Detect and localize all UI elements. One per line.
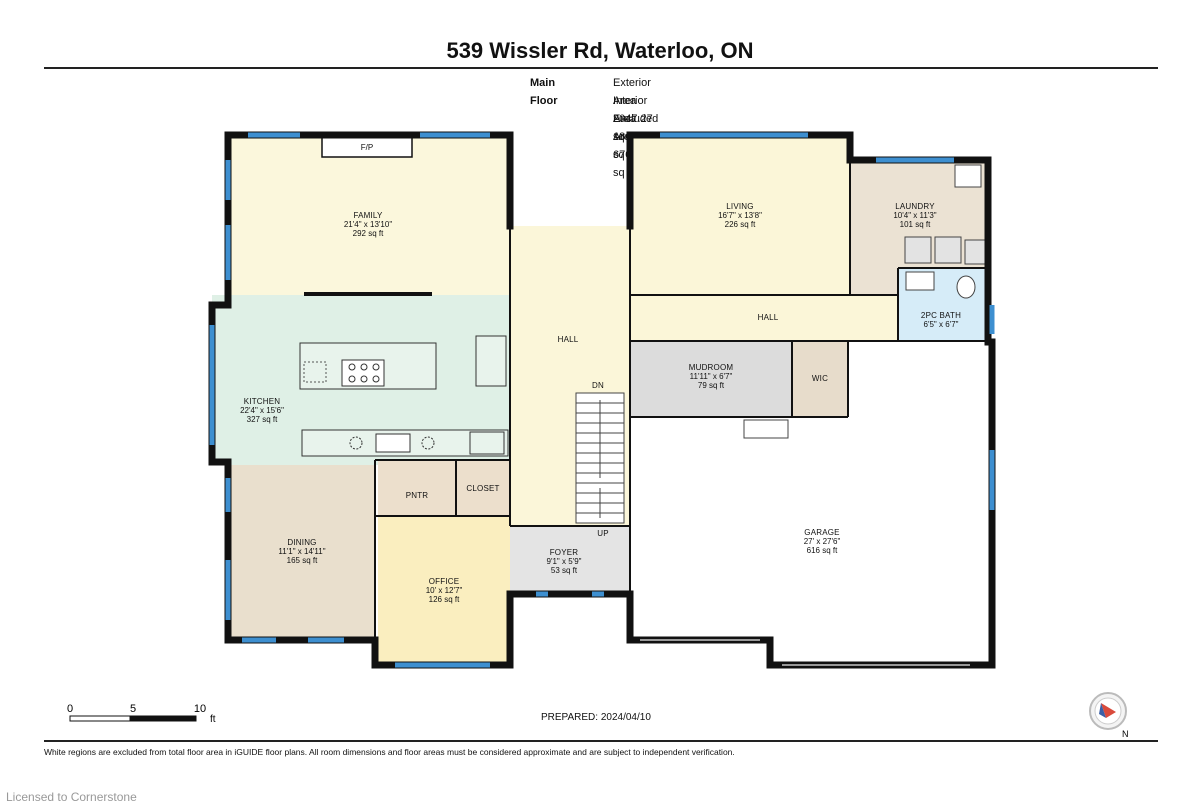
room-wic <box>792 341 848 417</box>
kitchen-label: KITCHEN <box>244 397 281 406</box>
wic-label: WIC <box>812 374 828 383</box>
garage-label: GARAGE <box>804 528 839 537</box>
room-pantry <box>378 460 456 516</box>
kitchen-sink <box>375 433 411 453</box>
garage-dims: 27' x 27'6" <box>804 537 841 546</box>
fireplace-label: F/P <box>361 143 373 152</box>
compass-icon: N <box>1089 692 1129 739</box>
living-label: LIVING <box>726 202 753 211</box>
room-family <box>228 135 510 295</box>
scale-tick-5: 5 <box>130 703 136 715</box>
scale-unit: ft <box>210 714 216 725</box>
mudroom-dims: 11'11" x 6'7" <box>690 372 733 381</box>
foyer-area: 53 sq ft <box>551 566 578 575</box>
bath-label: 2PC BATH <box>921 311 961 320</box>
windows <box>209 132 995 668</box>
room-foyer <box>510 526 630 594</box>
room-mudroom <box>630 341 792 417</box>
fridge-counter <box>475 335 507 387</box>
scale-bar: 0 5 10 ft <box>67 703 216 725</box>
closet-label: CLOSET <box>466 484 499 493</box>
stairs-down-label: DN <box>592 381 604 390</box>
office-dims: 10' x 12'7" <box>426 586 463 595</box>
garage-doors <box>640 639 970 666</box>
laundry-label: LAUNDRY <box>895 202 935 211</box>
room-closet <box>456 460 510 516</box>
interior-walls <box>374 160 988 640</box>
pantry-label: PNTR <box>406 491 429 500</box>
bath-dims: 6'5" x 6'7" <box>924 320 959 329</box>
laundry-area: 101 sq ft <box>900 220 931 229</box>
disclaimer: White regions are excluded from total fl… <box>44 747 735 757</box>
scale-tick-10: 10 <box>194 703 206 715</box>
kitchen-area: 327 sq ft <box>247 415 278 424</box>
floor-label: Main Floor <box>530 77 558 107</box>
walls <box>208 131 996 669</box>
stairs-up-label: UP <box>597 529 609 538</box>
hall-east-label: HALL <box>758 313 779 322</box>
scale-tick-0: 0 <box>67 703 73 715</box>
prepared-date: PREPARED: 2024/04/10 <box>541 712 651 723</box>
foyer-label: FOYER <box>550 548 579 557</box>
plan-title: 539 Wissler Rd, Waterloo, ON <box>446 38 754 63</box>
family-label: FAMILY <box>353 211 383 220</box>
kitchen-dims: 22'4" x 15'6" <box>240 406 284 415</box>
hall-center-label: HALL <box>558 335 579 344</box>
family-area: 292 sq ft <box>353 229 384 238</box>
garage-area: 616 sq ft <box>807 546 838 555</box>
room-hall-east <box>630 295 898 341</box>
living-dims: 16'7" x 13'8" <box>718 211 762 220</box>
living-area: 226 sq ft <box>725 220 756 229</box>
dining-area: 165 sq ft <box>287 556 318 565</box>
room-living <box>630 135 850 295</box>
family-dims: 21'4" x 13'10" <box>344 220 392 229</box>
compass-label: N <box>1122 729 1129 739</box>
room-dining <box>228 465 375 640</box>
dining-dims: 11'1" x 14'11" <box>278 547 325 556</box>
room-office <box>378 516 510 662</box>
staircase <box>575 392 625 524</box>
header-rule <box>44 67 1158 69</box>
dining-label: DINING <box>287 538 316 547</box>
license-watermark: Licensed to Cornerstone <box>6 790 137 804</box>
mudroom-label: MUDROOM <box>689 363 734 372</box>
foyer-dims: 9'1" x 5'9" <box>547 557 582 566</box>
office-area: 126 sq ft <box>429 595 460 604</box>
mudroom-area: 79 sq ft <box>698 381 725 390</box>
laundry-dims: 10'4" x 11'3" <box>893 211 936 220</box>
island-sink <box>303 361 327 383</box>
office-label: OFFICE <box>429 577 460 586</box>
